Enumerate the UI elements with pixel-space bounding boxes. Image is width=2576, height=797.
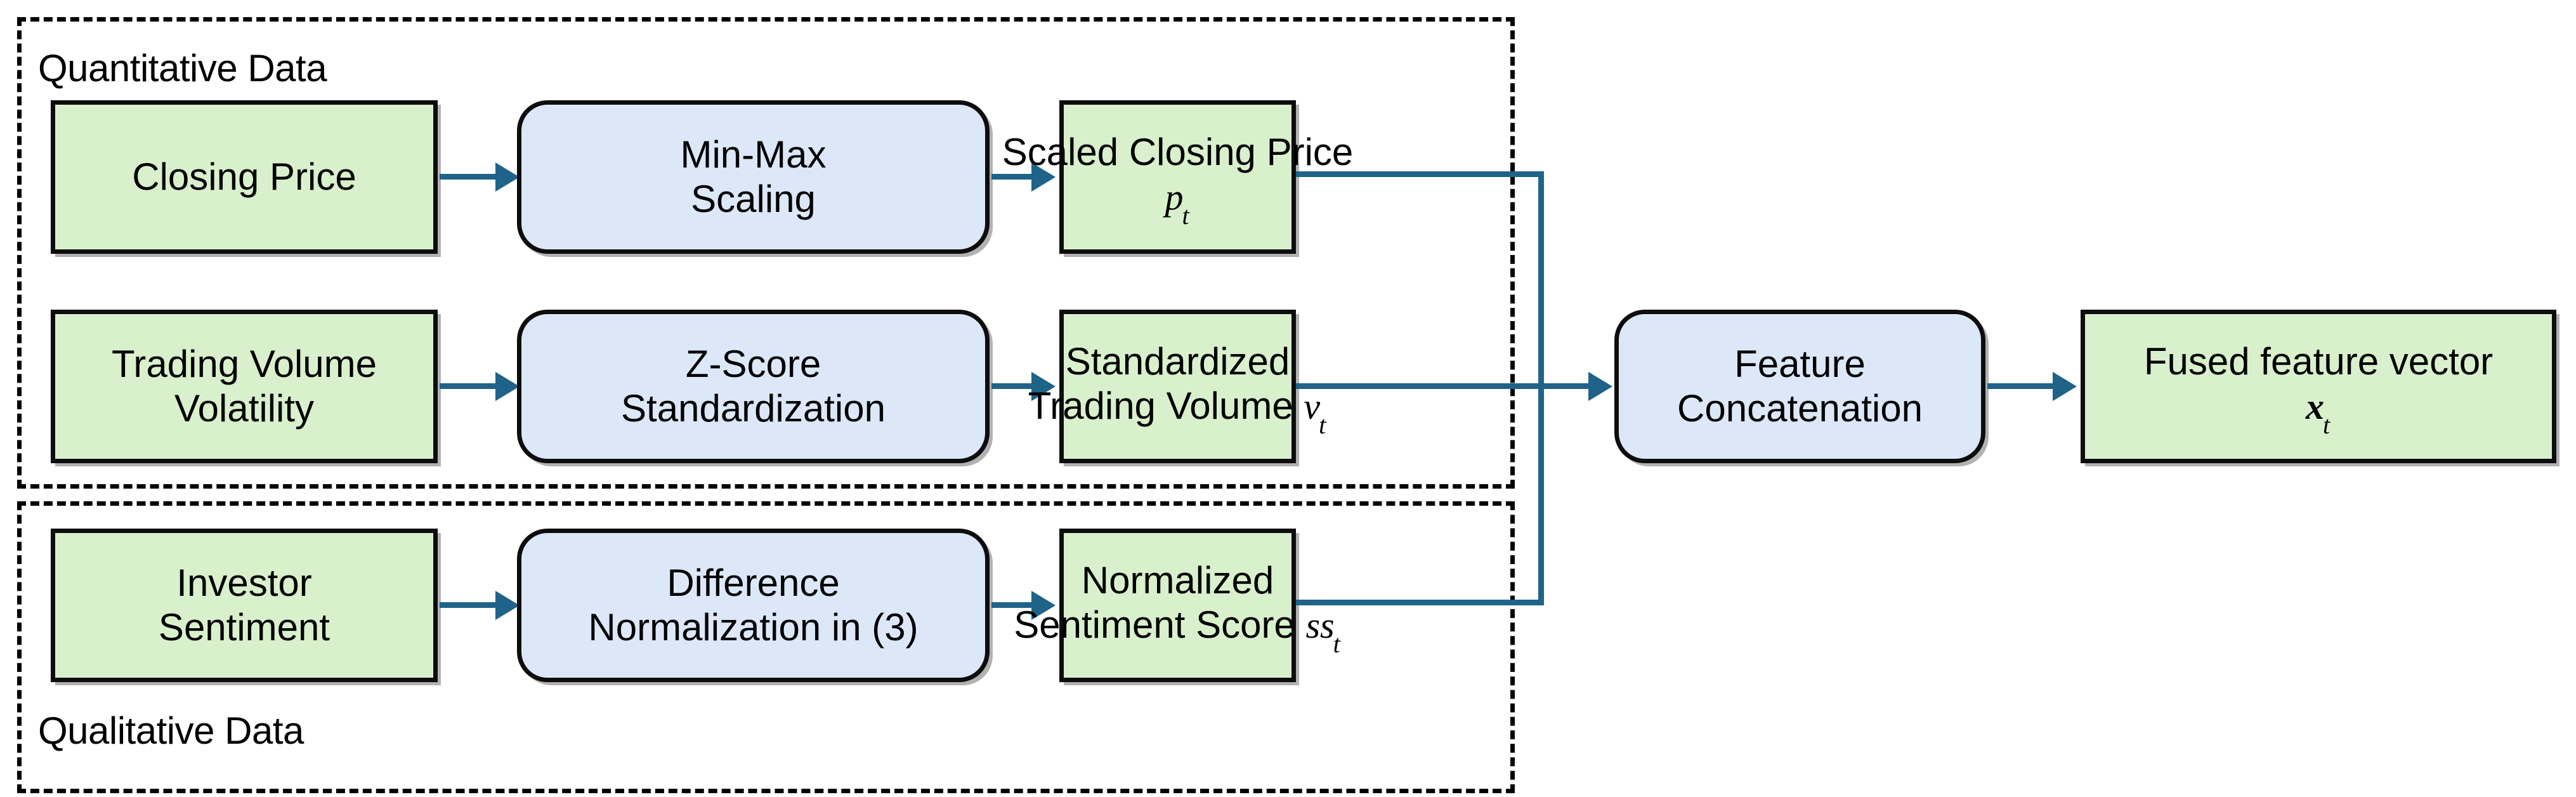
edge-zscore-to-standardized-volume-arrowhead (1031, 372, 1056, 401)
node-difference-norm-line-2: Normalization in (3) (588, 606, 919, 649)
group-qualitative-data (17, 501, 1515, 793)
node-fused-vector-symbol: xt (2305, 384, 2331, 439)
node-trading-volume-volatility[interactable]: Trading Volume Volatility (51, 310, 438, 463)
node-min-max-scaling[interactable]: Min-Max Scaling (517, 100, 990, 254)
symbol-x: x (2305, 385, 2324, 427)
node-z-score-line-1: Z-Score (685, 343, 821, 386)
node-investor-sentiment-line-2: Sentiment (158, 606, 330, 649)
group-quantitative-data-label: Quantitative Data (38, 47, 327, 89)
symbol-p: p (1165, 176, 1184, 218)
node-feature-concatenation-line-2: Concatenation (1677, 387, 1923, 430)
symbol-ss-subscript: t (1333, 629, 1340, 658)
symbol-p-subscript: t (1182, 201, 1189, 230)
node-normalized-sentiment-score[interactable]: Normalized Sentiment Score sst (1014, 529, 1340, 682)
node-feature-concatenation[interactable]: Feature Concatenation (1614, 310, 1985, 463)
edge-closing-price-to-min-max (440, 174, 503, 180)
node-normalized-sentiment-line-2: Sentiment Score sst (1014, 603, 1342, 658)
node-fused-vector-line-1: Fused feature vector (2143, 340, 2494, 383)
node-scaled-closing-price-symbol: pt (1165, 175, 1190, 230)
node-min-max-scaling-line-2: Scaling (691, 178, 816, 220)
node-min-max-scaling-line-1: Min-Max (680, 133, 827, 176)
node-normalized-sentiment-line-1: Normalized (1081, 559, 1274, 602)
node-standardized-volume-line-2: Trading Volume vt (1028, 384, 1328, 439)
group-quantitative-data (17, 17, 1515, 489)
node-trading-volume-line-1: Trading Volume (111, 343, 377, 386)
edge-feature-concatenation-to-fused-vector-arrowhead (2053, 372, 2077, 401)
edge-min-max-to-scaled-price-arrowhead (1031, 162, 1056, 192)
node-closing-price-line-1: Closing Price (132, 155, 356, 199)
edge-merge-to-feature-concatenation (1538, 383, 1595, 389)
node-normalized-sentiment-text-2: Sentiment Score (1014, 603, 1295, 646)
merge-stub-from-standardized-volume (1296, 383, 1544, 389)
edge-investor-sentiment-to-difference-norm-arrowhead (495, 591, 520, 620)
node-standardized-volume-line-1: Standardized (1065, 340, 1290, 383)
symbol-v-subscript: t (1319, 410, 1326, 439)
edge-difference-norm-to-normalized-sentiment (991, 602, 1036, 608)
node-standardized-volume-text-2: Trading Volume (1028, 384, 1293, 427)
node-feature-concatenation-line-1: Feature (1734, 343, 1866, 386)
edge-merge-to-feature-concatenation-arrowhead (1588, 372, 1612, 401)
merge-stub-from-scaled-closing-price (1296, 171, 1544, 177)
node-z-score-line-2: Standardization (621, 387, 886, 430)
node-difference-normalization[interactable]: Difference Normalization in (3) (517, 529, 990, 682)
edge-difference-norm-to-normalized-sentiment-arrowhead (1031, 591, 1056, 620)
edge-closing-price-to-min-max-arrowhead (495, 162, 520, 192)
edge-trading-volume-to-zscore (440, 383, 503, 389)
symbol-v: v (1304, 385, 1321, 427)
edge-zscore-to-standardized-volume (991, 383, 1036, 389)
node-closing-price[interactable]: Closing Price (51, 100, 438, 254)
node-scaled-closing-price-line-1: Scaled Closing Price (1002, 131, 1354, 173)
symbol-ss: ss (1305, 604, 1335, 646)
edge-min-max-to-scaled-price (991, 174, 1036, 180)
node-investor-sentiment[interactable]: Investor Sentiment (51, 529, 438, 682)
node-investor-sentiment-line-1: Investor (176, 562, 312, 605)
group-qualitative-data-label: Qualitative Data (38, 709, 304, 752)
node-z-score-standardization[interactable]: Z-Score Standardization (517, 310, 990, 463)
node-fused-feature-vector[interactable]: Fused feature vector xt (2081, 310, 2556, 463)
edge-trading-volume-to-zscore-arrowhead (495, 372, 520, 401)
node-difference-norm-line-1: Difference (667, 562, 840, 605)
edge-feature-concatenation-to-fused-vector (1987, 383, 2057, 389)
node-standardized-trading-volume[interactable]: Standardized Trading Volume vt (1028, 310, 1326, 463)
node-trading-volume-line-2: Volatility (174, 387, 315, 430)
edge-investor-sentiment-to-difference-norm (440, 602, 503, 608)
merge-stub-from-normalized-sentiment (1296, 600, 1544, 605)
symbol-x-subscript: t (2322, 410, 2331, 439)
node-scaled-closing-price[interactable]: Scaled Closing Price pt (1002, 100, 1353, 254)
